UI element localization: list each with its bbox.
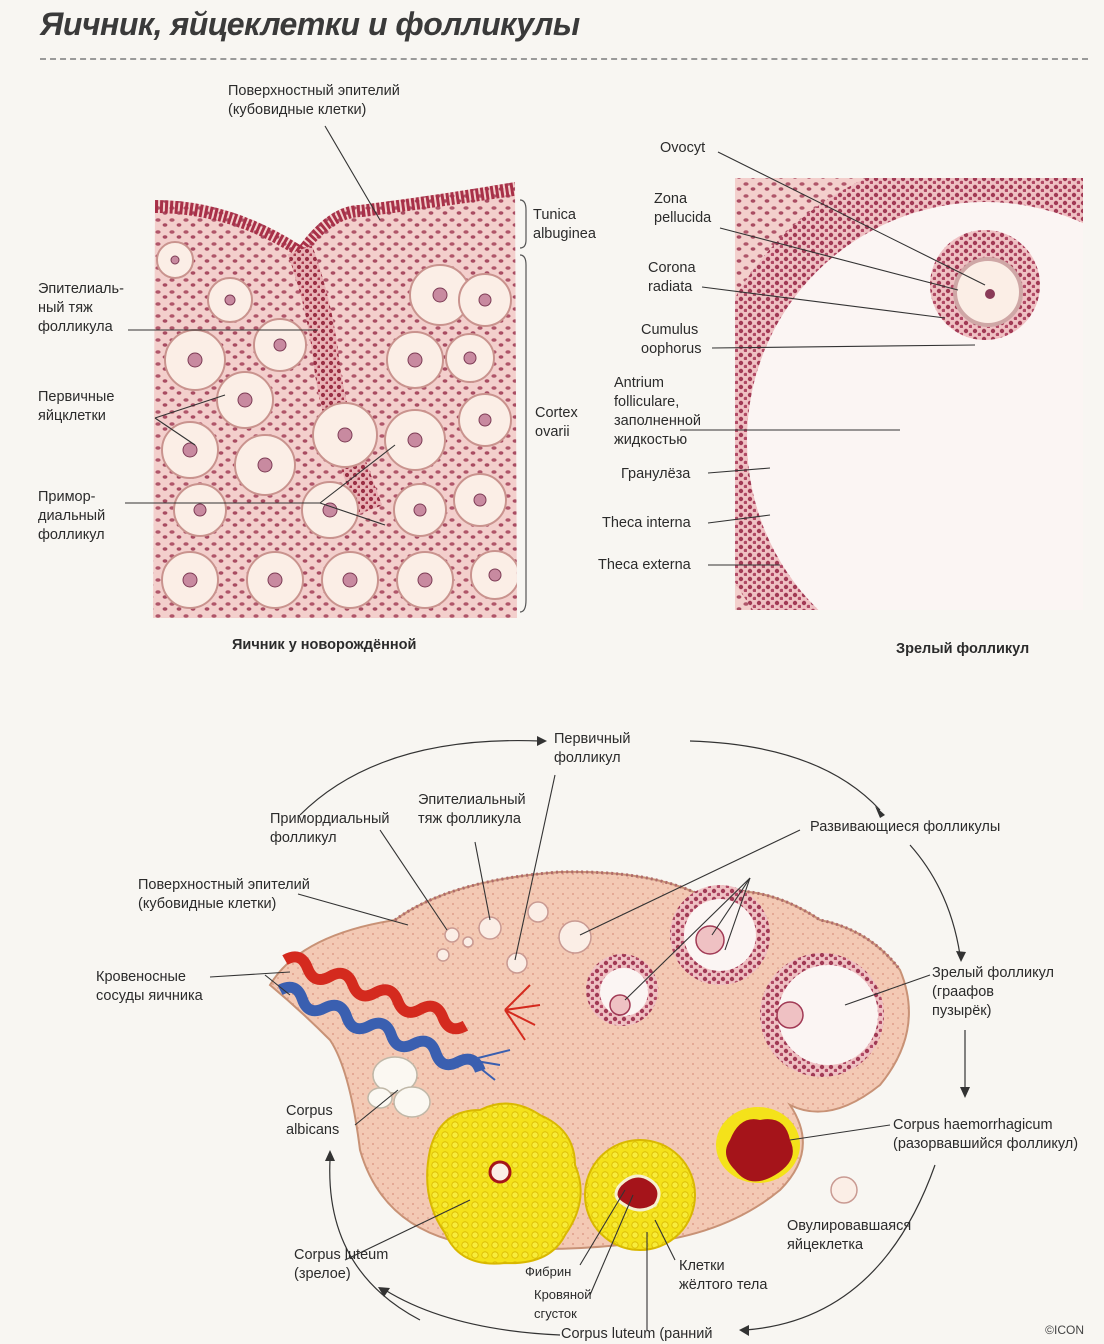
- label-granulosa: Гранулёза: [621, 466, 691, 482]
- caption-mature-follicle: Зрелый фолликул: [896, 641, 1030, 657]
- publisher-signature: ©ICON: [1045, 1323, 1084, 1337]
- label-theca-interna: Theca interna: [602, 515, 691, 531]
- label-mature-follicle-graaf: Зрелый фолликул (граафов пузырёк): [932, 965, 1055, 1019]
- label-cumulus-oophorus: Cumulus oophorus: [641, 322, 702, 357]
- newborn-ovary-section: [125, 125, 527, 618]
- label-surface-epithelium: Поверхностный эпителий (кубовидные клетк…: [228, 83, 400, 118]
- label-surface-epithelium-bottom: Поверхностный эпителий (кубовидные клетк…: [138, 877, 310, 912]
- title-divider: [40, 58, 1088, 60]
- label-fibrin: Фибрин: [525, 1264, 572, 1279]
- label-ovocyt: Ovocyt: [660, 140, 706, 156]
- label-primary-oocytes: Первичные яйцклетки: [38, 389, 115, 424]
- label-primordial-follicle: Примор- диальный фолликул: [38, 489, 106, 543]
- label-zona-pellucida: Zona pellucida: [654, 191, 712, 226]
- mature-follicle-section: [680, 151, 1083, 610]
- developing-follicles-shapes: [586, 885, 884, 1077]
- label-corpus-albicans: Corpus albicans: [286, 1103, 340, 1138]
- label-cortex-ovarii: Cortex ovarii: [535, 405, 578, 440]
- label-ovulated-oocyte: Овулировавшаяся яйцеклетка: [787, 1218, 912, 1253]
- label-corpus-luteum-mature: Corpus luteum (зрелое): [294, 1247, 389, 1282]
- label-tunica-albuginea: Tunica albuginea: [533, 207, 596, 242]
- label-corpus-haemorrhagicum: Corpus haemorrhagicum (разорвавшийся фол…: [893, 1117, 1079, 1152]
- label-luteal-cells: Клетки жёлтого тела: [679, 1258, 768, 1293]
- label-primary-follicle: Первичный фолликул: [554, 731, 631, 766]
- label-corpus-luteum-early: Corpus luteum (ранний: [561, 1326, 713, 1342]
- label-epithelial-cord-bottom: Эпителиальный тяж фолликула: [418, 792, 526, 827]
- label-corona-radiata: Corona radiata: [648, 260, 696, 295]
- ovary-cycle-diagram: [209, 736, 970, 1336]
- label-developing-follicles: Развивающиеся фолликулы: [810, 819, 1001, 835]
- page-title: Яичник, яйцеклетки и фолликулы: [40, 6, 580, 42]
- label-antrum-folliculare: Antrium folliculare, заполненной жидкост…: [614, 375, 702, 448]
- label-theca-externa: Theca externa: [598, 557, 691, 573]
- caption-newborn-ovary: Яичник у новорождённой: [232, 637, 417, 653]
- label-blood-vessels: Кровеносные сосуды яичника: [96, 969, 203, 1004]
- label-epithelial-cord: Эпителиаль- ный тяж фолликула: [38, 281, 124, 335]
- label-primordial-follicle-bottom: Примордиальный фолликул: [270, 811, 390, 846]
- label-blood-clot: Кровяной сгусток: [534, 1287, 592, 1321]
